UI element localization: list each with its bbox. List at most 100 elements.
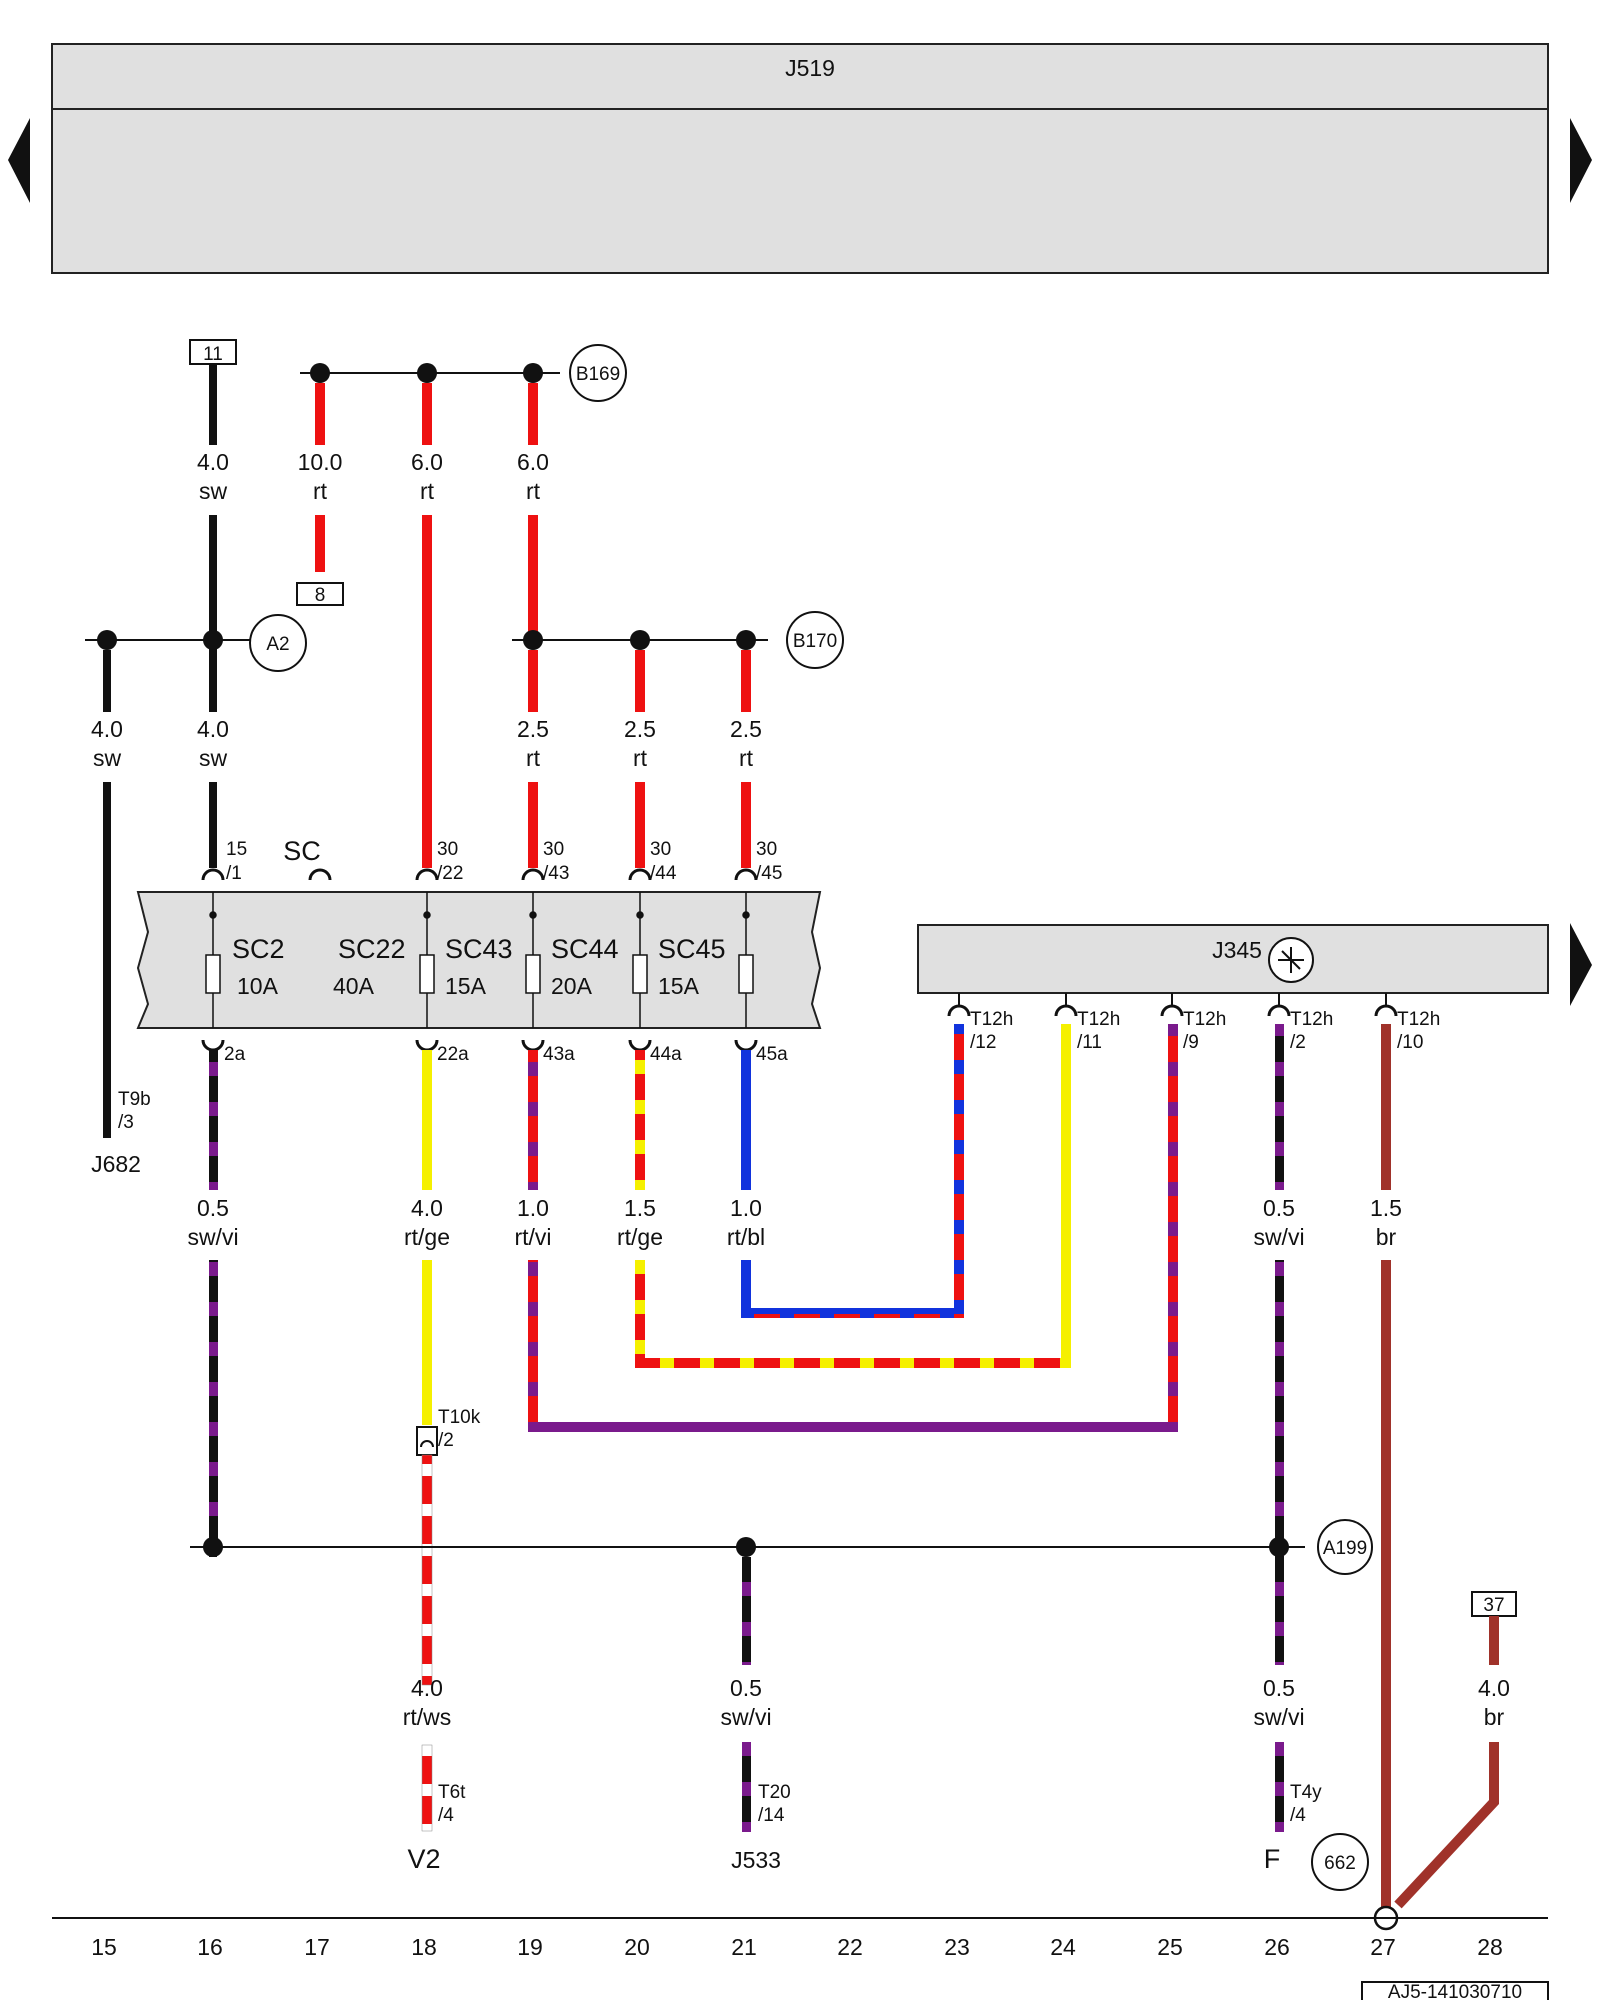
wire-color: rt/ws bbox=[403, 1704, 452, 1730]
node-a2-circle bbox=[249, 614, 307, 672]
connector-label: /4 bbox=[438, 1805, 454, 1826]
wire-size: 0.5 bbox=[1263, 1675, 1295, 1701]
junction-dot bbox=[630, 630, 650, 650]
junction-dot bbox=[310, 363, 330, 383]
triangle-right-icon[interactable] bbox=[1570, 923, 1592, 1006]
pin-label: /2 bbox=[1290, 1032, 1306, 1053]
node-b170-circle bbox=[786, 611, 844, 669]
pin-label: T12h bbox=[1397, 1009, 1440, 1030]
wire bbox=[209, 1050, 218, 1190]
grid-numbers: 15 16 17 18 19 20 21 22 23 24 25 26 27 2… bbox=[91, 1934, 1503, 1960]
header-panel bbox=[51, 43, 1549, 110]
terminal-8: 8 bbox=[315, 585, 326, 606]
pin-label: /43 bbox=[543, 863, 569, 884]
triangle-left-icon[interactable] bbox=[8, 118, 30, 203]
pin-label: /11 bbox=[1077, 1032, 1102, 1053]
pin-label: T12h bbox=[1183, 1009, 1226, 1030]
wire-color: rt bbox=[313, 478, 328, 504]
fuse-box-label: SC bbox=[283, 836, 321, 866]
pin-label: 44a bbox=[650, 1044, 682, 1065]
pin-label: /12 bbox=[970, 1032, 996, 1053]
node-a199: A199 bbox=[1323, 1538, 1367, 1559]
node-a199-circle bbox=[1317, 1519, 1373, 1575]
wire bbox=[1275, 1742, 1284, 1832]
grid-number: 18 bbox=[411, 1934, 437, 1960]
wire-size: 0.5 bbox=[1263, 1195, 1295, 1221]
fuse-symbols bbox=[205, 892, 754, 1028]
grid-number: 25 bbox=[1157, 1934, 1183, 1960]
terminal-37-box bbox=[1471, 1591, 1517, 1617]
node-b170: B170 bbox=[793, 631, 837, 652]
wire-size: 6.0 bbox=[411, 449, 443, 475]
wire bbox=[954, 1024, 964, 1318]
fuse-sc2-rating: 10A bbox=[237, 973, 279, 999]
wire bbox=[421, 1744, 433, 1832]
wire-color: sw bbox=[199, 478, 228, 504]
fuse-input-pins bbox=[201, 868, 758, 881]
wire-size: 4.0 bbox=[197, 716, 229, 742]
pin-label: 30 bbox=[543, 839, 564, 860]
grid-number: 23 bbox=[944, 1934, 970, 1960]
connector-label: /2 bbox=[438, 1430, 454, 1451]
wire-size: 1.5 bbox=[624, 1195, 656, 1221]
junction-dot bbox=[736, 630, 756, 650]
grid-number: 20 bbox=[624, 1934, 650, 1960]
wire-color: sw bbox=[199, 745, 228, 771]
wire bbox=[635, 1358, 1071, 1368]
junction-dot bbox=[1269, 1537, 1289, 1557]
wire bbox=[741, 1308, 964, 1318]
module-j345-name: J345 bbox=[1212, 937, 1262, 963]
connector-label: /4 bbox=[1290, 1805, 1306, 1826]
connector-label: /14 bbox=[758, 1805, 785, 1826]
pin-label: T12h bbox=[1077, 1009, 1120, 1030]
node-b169: B169 bbox=[576, 364, 620, 385]
wire-size: 2.5 bbox=[517, 716, 549, 742]
grid-number: 26 bbox=[1264, 1934, 1290, 1960]
wire bbox=[742, 1742, 751, 1832]
wire-size: 1.0 bbox=[730, 1195, 762, 1221]
wire-size: 10.0 bbox=[298, 449, 343, 475]
node-a2: A2 bbox=[266, 634, 289, 655]
wire bbox=[1275, 1260, 1284, 1665]
wire bbox=[742, 1557, 751, 1665]
pin-label: 2a bbox=[224, 1044, 246, 1065]
wire-color: sw/vi bbox=[1253, 1224, 1304, 1250]
component-j682: J682 bbox=[91, 1151, 141, 1177]
wire-color: sw/vi bbox=[720, 1704, 771, 1730]
wire bbox=[528, 1422, 1178, 1432]
ground-662: 662 bbox=[1324, 1853, 1356, 1874]
wire-color: sw/vi bbox=[1253, 1704, 1304, 1730]
wire-size: 2.5 bbox=[624, 716, 656, 742]
wire-color: rt/ge bbox=[404, 1224, 450, 1250]
wire-size: 6.0 bbox=[517, 449, 549, 475]
wire bbox=[1381, 1024, 1391, 1190]
wire-color: sw bbox=[93, 745, 122, 771]
connector-label: T9b bbox=[118, 1089, 151, 1110]
wire-size: 1.5 bbox=[1370, 1195, 1402, 1221]
fuse-box-sc bbox=[136, 891, 822, 1029]
grid-number: 24 bbox=[1050, 1934, 1076, 1960]
wire bbox=[1168, 1024, 1178, 1432]
wire-color: rt/bl bbox=[727, 1224, 765, 1250]
grid-number: 15 bbox=[91, 1934, 117, 1960]
module-pins bbox=[947, 993, 1398, 1017]
wire-size: 4.0 bbox=[411, 1195, 443, 1221]
pin-label: T12h bbox=[1290, 1009, 1333, 1030]
junction-dot bbox=[417, 363, 437, 383]
pin-label: 30 bbox=[650, 839, 671, 860]
fuse-sc22-name: SC22 bbox=[338, 934, 406, 964]
pin-label: 22a bbox=[437, 1044, 469, 1065]
wire bbox=[1275, 1024, 1284, 1190]
terminal-8-box bbox=[296, 582, 344, 606]
wire-color: br bbox=[1376, 1224, 1397, 1250]
fuse-sc45-name: SC45 bbox=[658, 934, 726, 964]
connector-label: T6t bbox=[438, 1782, 466, 1803]
triangle-right-icon[interactable] bbox=[1570, 118, 1592, 203]
grid-number: 17 bbox=[304, 1934, 330, 1960]
wire bbox=[209, 1260, 218, 1547]
module-j345 bbox=[917, 924, 1549, 994]
wire-color: sw/vi bbox=[187, 1224, 238, 1250]
pin-label: 45a bbox=[756, 1044, 788, 1065]
pin-label: /22 bbox=[437, 863, 463, 884]
